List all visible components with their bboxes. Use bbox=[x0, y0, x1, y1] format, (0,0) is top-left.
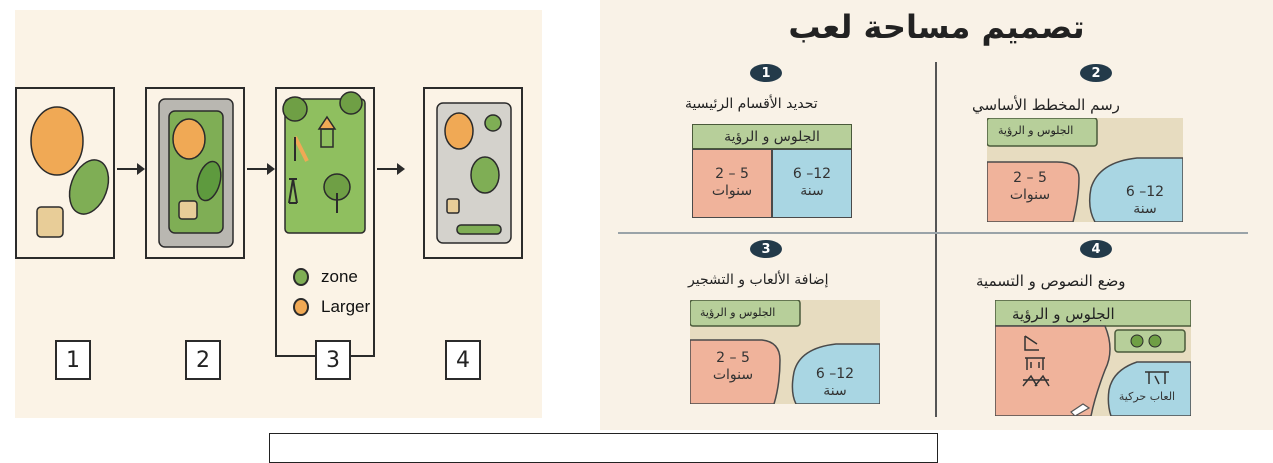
swing-icon bbox=[1025, 357, 1045, 370]
slide-icon bbox=[293, 136, 309, 162]
young-kids-zone bbox=[995, 325, 1111, 416]
step-4-plan bbox=[995, 300, 1191, 416]
step-badge-1: 1 bbox=[750, 64, 782, 82]
arrow-3-to-4 bbox=[377, 163, 405, 175]
young-kids-zone bbox=[987, 161, 1080, 222]
seating-label: الجلوس و الرؤية bbox=[998, 124, 1074, 137]
beige-zone-shape bbox=[446, 198, 460, 214]
step-3-plan bbox=[690, 300, 880, 404]
step-3-frame: zone Larger bbox=[275, 87, 375, 357]
step-4-illustration bbox=[436, 102, 512, 244]
step-badge-4: 4 bbox=[1080, 240, 1112, 258]
right-diagram-panel: تصميم مساحة لعب 1 تحديد الأقسام الرئيسية… bbox=[600, 0, 1273, 430]
swing-icon bbox=[288, 178, 298, 204]
active-games-label: العاب حركية bbox=[1118, 390, 1176, 403]
step-badge-3: 3 bbox=[750, 240, 782, 258]
horizontal-divider bbox=[618, 232, 1248, 234]
slide-icon bbox=[1024, 335, 1039, 351]
step-caption-2: رسم المخطط الأساسي bbox=[972, 96, 1120, 114]
green-park-shape bbox=[284, 98, 366, 234]
step-caption-3: إضافة الألعاب و التشجير bbox=[688, 272, 829, 288]
step-4-frame bbox=[423, 87, 523, 259]
orange-zone-shape bbox=[444, 112, 474, 150]
legend-item-zone: zone bbox=[293, 267, 358, 287]
green-zone-shape bbox=[470, 156, 500, 194]
legend-label: Larger bbox=[321, 297, 371, 316]
legend-label: zone bbox=[321, 267, 358, 286]
tree-icon bbox=[339, 91, 363, 115]
older-kids-zone bbox=[772, 149, 852, 218]
young-kids-zone bbox=[692, 149, 772, 218]
left-diagram-panel: zone Larger 1 2 3 4 bbox=[15, 10, 542, 418]
older-kids-zone bbox=[1088, 157, 1183, 222]
seating-label: الجلوس و الرؤية bbox=[700, 306, 776, 319]
step-number-2: 2 bbox=[185, 340, 221, 380]
orange-zone-shape bbox=[172, 118, 206, 160]
entrance-arrow-icon bbox=[1070, 403, 1091, 416]
seating-area: الجلوس و الرؤية bbox=[692, 124, 852, 149]
swing-set-icon bbox=[1022, 374, 1050, 387]
green-path-shape bbox=[456, 224, 502, 235]
seating-area bbox=[690, 300, 801, 327]
older-kids-zone bbox=[1107, 361, 1191, 416]
beige-zone-shape bbox=[36, 206, 64, 238]
step-1-illustration bbox=[30, 106, 110, 238]
legend-item-larger: Larger bbox=[293, 297, 370, 317]
orange-legend-marker bbox=[293, 298, 309, 316]
vertical-divider bbox=[935, 62, 937, 417]
step-number-4: 4 bbox=[445, 340, 481, 380]
step-2-illustration bbox=[158, 98, 234, 248]
step-2-plan bbox=[987, 118, 1183, 222]
green-zone-shape bbox=[68, 159, 110, 215]
older-kids-zone bbox=[791, 343, 880, 404]
playhouse-icon bbox=[320, 128, 334, 148]
green-legend-marker bbox=[293, 268, 309, 286]
step-caption-4: وضع النصوص و التسمية bbox=[976, 272, 1126, 290]
step-caption-1: تحديد الأقسام الرئيسية bbox=[685, 96, 818, 112]
step-1-frame bbox=[15, 87, 115, 259]
beige-zone-shape bbox=[178, 200, 198, 220]
arrow-1-to-2 bbox=[117, 163, 145, 175]
step-3-illustration bbox=[282, 91, 366, 234]
seating-label: الجلوس و الرؤية bbox=[1012, 305, 1115, 323]
green-zone-shape bbox=[196, 160, 222, 202]
caption-input-box[interactable] bbox=[269, 433, 938, 463]
step-2-frame bbox=[145, 87, 245, 259]
step-number-1: 1 bbox=[55, 340, 91, 380]
diagram-title: تصميم مساحة لعب bbox=[788, 8, 1085, 46]
orange-zone-shape bbox=[30, 106, 84, 176]
climbing-frame-icon bbox=[1145, 371, 1169, 385]
seating-area bbox=[987, 118, 1098, 147]
young-kids-zone bbox=[690, 339, 781, 404]
step-badge-2: 2 bbox=[1080, 64, 1112, 82]
green-zone-shape bbox=[484, 114, 502, 132]
step-number-3: 3 bbox=[315, 340, 351, 380]
tree-icon bbox=[282, 96, 308, 122]
arrow-2-to-3 bbox=[247, 163, 275, 175]
